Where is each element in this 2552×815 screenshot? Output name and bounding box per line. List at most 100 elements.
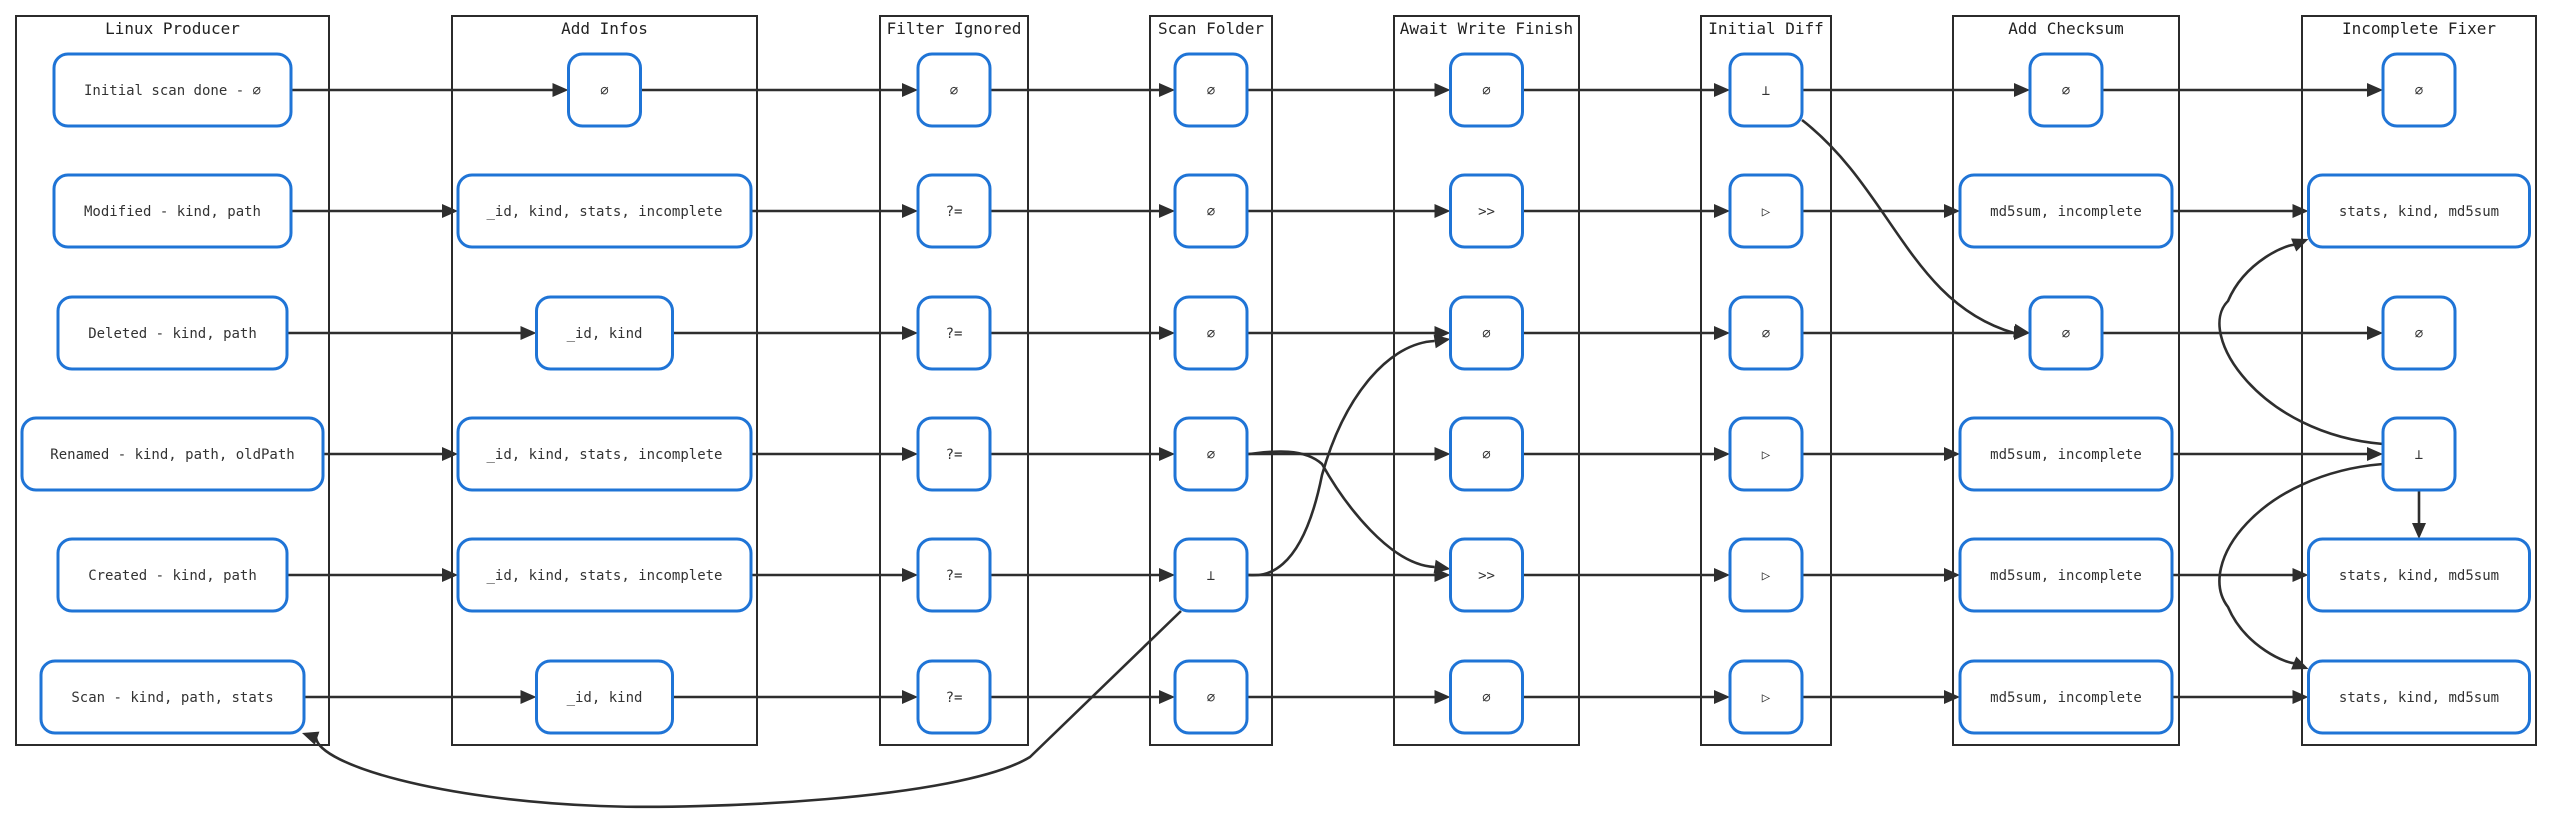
node-await-row-3: ∅	[1449, 416, 1524, 492]
edge-s3-to-w3	[1247, 447, 1451, 461]
node-box	[916, 52, 992, 128]
edge-x3-to-x5	[2218, 462, 2384, 670]
node-producer-row-0: Initial scan done - ∅	[52, 52, 293, 128]
node-box	[1173, 173, 1249, 249]
edge-w5-to-d5	[1522, 690, 1730, 704]
edge-s0-to-w0	[1247, 83, 1451, 97]
node-label: ▷	[1762, 447, 1771, 463]
arrowhead	[1159, 568, 1175, 582]
node-box	[916, 295, 992, 371]
node-label: >>	[1478, 204, 1495, 220]
arrowhead	[2367, 83, 2383, 97]
node-scanfolder-row-1: ∅	[1173, 173, 1249, 249]
arrowhead	[2291, 656, 2309, 670]
node-checksum-row-3: md5sum, incomplete	[1958, 416, 2174, 492]
node-addinfos-row-1: _id, kind, stats, incomplete	[456, 173, 753, 249]
edge-p2-to-a2	[287, 326, 537, 340]
node-producer-row-4: Created - kind, path	[56, 537, 289, 613]
node-label: ∅	[1207, 690, 1216, 706]
lane-initial-diff: Initial Diff	[1700, 15, 1832, 746]
edge-a3-to-f3	[751, 447, 918, 461]
arrowhead	[442, 568, 458, 582]
node-box	[2307, 659, 2531, 735]
node-filter-row-4: ?=	[916, 537, 992, 613]
edge-c1-to-x1	[2172, 204, 2309, 218]
edge-c2-to-x2	[2102, 326, 2383, 340]
node-label: ▷	[1762, 204, 1771, 220]
arrowhead	[2291, 238, 2309, 252]
node-label: ?=	[946, 690, 963, 706]
edge-line	[2218, 462, 2384, 665]
lane-box	[1700, 15, 1832, 746]
edge-a0-to-f0	[640, 83, 918, 97]
lane-add-infos: Add Infos	[451, 15, 758, 746]
node-label: ∅	[2415, 326, 2424, 342]
node-await-row-5: ∅	[1449, 659, 1524, 735]
edge-f3-to-s3	[990, 447, 1175, 461]
edge-f1-to-s1	[990, 204, 1175, 218]
arrowhead	[1944, 568, 1960, 582]
node-label: md5sum, incomplete	[1990, 690, 2142, 706]
node-box	[567, 52, 642, 128]
node-label: ?=	[946, 326, 963, 342]
edge-p3-to-a3	[323, 447, 458, 461]
edge-a2-to-f2	[672, 326, 918, 340]
node-box	[1728, 295, 1804, 371]
arrowhead	[1433, 559, 1451, 574]
edge-p4-to-a4	[287, 568, 458, 582]
node-await-row-0: ∅	[1449, 52, 1524, 128]
arrowhead	[1714, 204, 1730, 218]
edge-line	[2218, 243, 2384, 446]
arrowhead	[2292, 568, 2309, 582]
arrowhead	[1433, 334, 1451, 349]
node-label: md5sum, incomplete	[1990, 204, 2142, 220]
node-checksum-row-0: ∅	[2028, 52, 2104, 128]
node-label: ?=	[946, 568, 963, 584]
node-label: _id, kind, stats, incomplete	[486, 204, 722, 220]
arrowhead	[1434, 690, 1451, 704]
node-label: ∅	[1482, 447, 1491, 463]
node-await-row-4: >>	[1449, 537, 1524, 613]
node-box	[52, 173, 293, 249]
node-box	[1958, 416, 2174, 492]
node-label: ∅	[1482, 690, 1491, 706]
edge-w0-to-d0	[1522, 83, 1730, 97]
node-box	[916, 416, 992, 492]
node-initialdiff-row-4: ▷	[1728, 537, 1804, 613]
node-box	[1449, 52, 1524, 128]
node-box	[1173, 295, 1249, 371]
edge-x3-to-x4	[2412, 490, 2426, 539]
node-label: ?=	[946, 204, 963, 220]
node-box	[56, 537, 289, 613]
node-initialdiff-row-0: ⊥	[1728, 52, 1804, 128]
node-filter-row-0: ∅	[916, 52, 992, 128]
node-fixer-row-3: ⊥	[2381, 416, 2457, 492]
node-box	[52, 52, 293, 128]
arrowhead	[1159, 447, 1175, 461]
node-checksum-row-5: md5sum, incomplete	[1958, 659, 2174, 735]
lane-box	[879, 15, 1029, 746]
node-box	[1449, 173, 1524, 249]
edge-a1-to-f1	[751, 204, 918, 218]
arrowhead	[2292, 690, 2309, 704]
node-await-row-1: >>	[1449, 173, 1524, 249]
node-label: Modified - kind, path	[84, 204, 261, 220]
edge-s1-to-w1	[1247, 204, 1451, 218]
node-label: stats, kind, md5sum	[2339, 204, 2499, 220]
node-box	[916, 659, 992, 735]
node-box	[456, 537, 753, 613]
edge-w3-to-d3	[1522, 447, 1730, 461]
node-scanfolder-row-2: ∅	[1173, 295, 1249, 371]
lane-title: Add Infos	[561, 19, 648, 38]
edge-d4-to-c4	[1802, 568, 1960, 582]
node-label: _id, kind, stats, incomplete	[486, 568, 722, 584]
node-checksum-row-4: md5sum, incomplete	[1958, 537, 2174, 613]
edge-w1-to-d1	[1522, 204, 1730, 218]
node-label: _id, kind	[567, 326, 643, 342]
arrowhead	[1714, 326, 1730, 340]
node-box	[2307, 537, 2531, 613]
nodes-layer: Initial scan done - ∅ Modified - kind, pa…	[20, 52, 2531, 735]
node-await-row-2: ∅	[1449, 295, 1524, 371]
arrowhead	[520, 690, 537, 704]
